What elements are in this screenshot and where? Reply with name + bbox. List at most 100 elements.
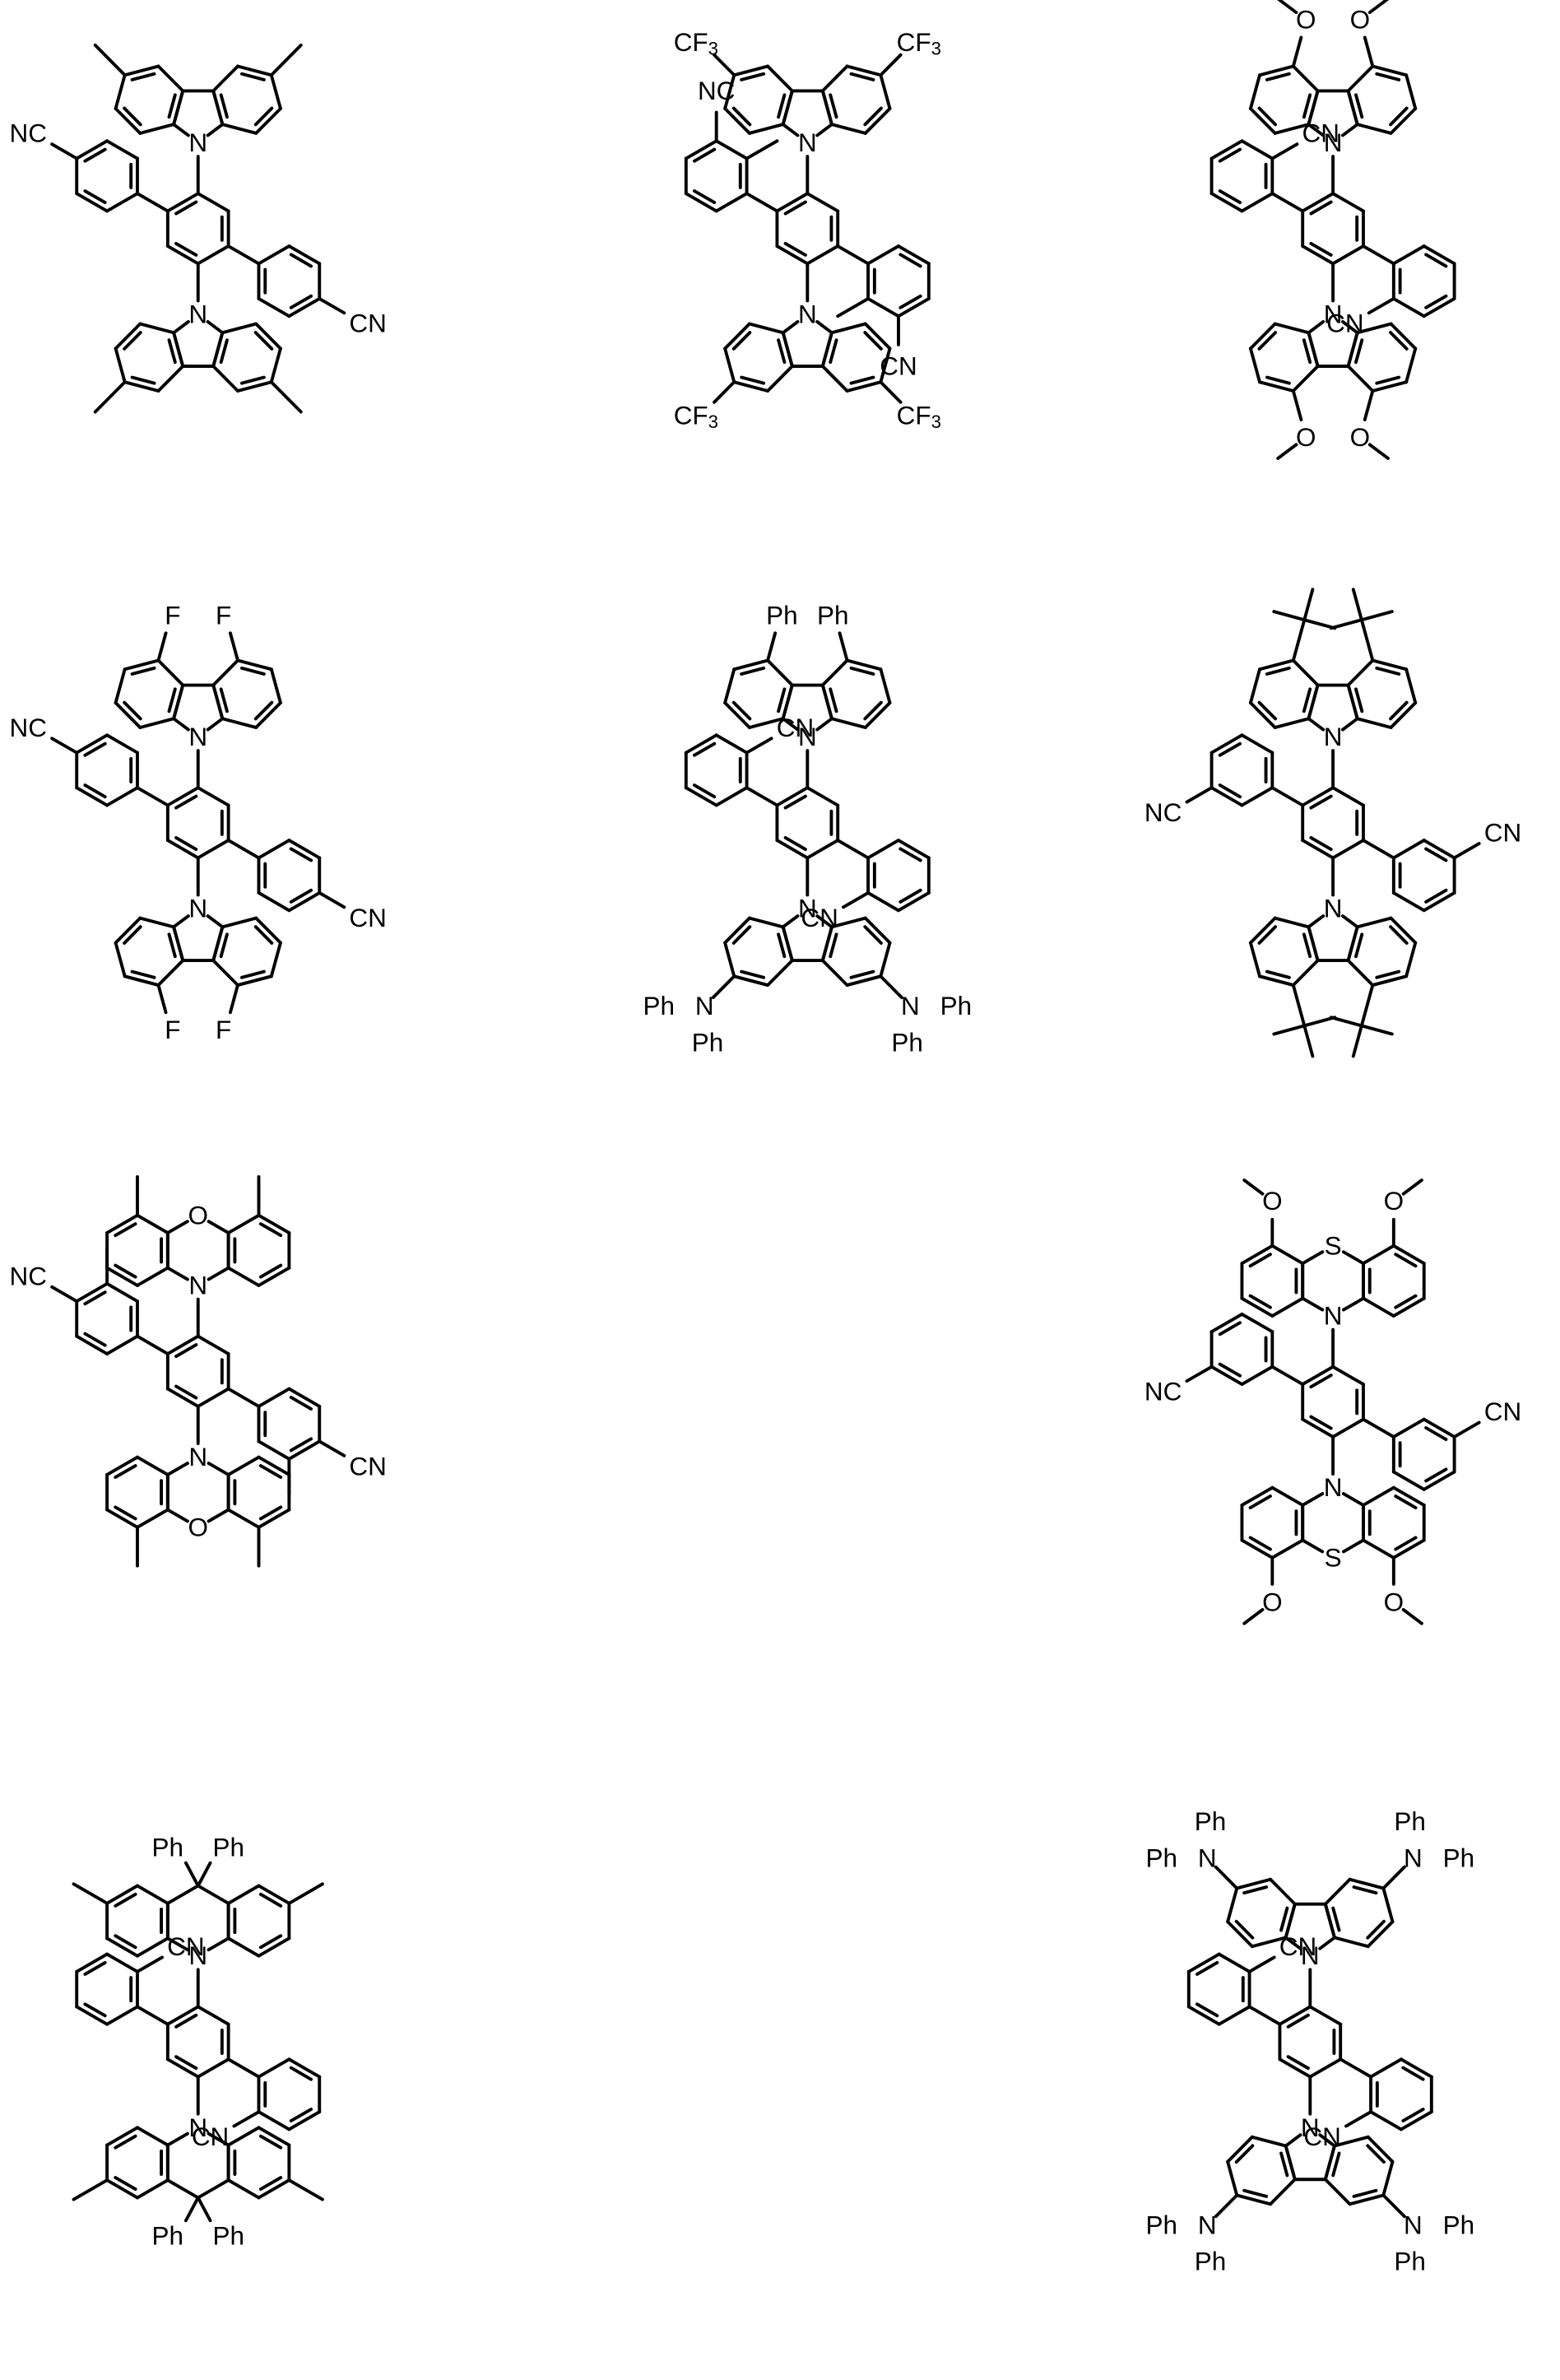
donor-top bbox=[1251, 589, 1415, 729]
bond bbox=[865, 927, 881, 943]
nitrogen-bottom: N bbox=[798, 300, 817, 329]
bond bbox=[1369, 299, 1394, 313]
oxygen-label: O bbox=[1350, 423, 1370, 452]
bond bbox=[832, 124, 866, 133]
bond bbox=[242, 668, 264, 674]
bond bbox=[778, 95, 784, 117]
bond bbox=[74, 1884, 108, 1903]
bond bbox=[1365, 37, 1373, 66]
bond bbox=[1383, 2195, 1404, 2216]
bond bbox=[840, 633, 847, 660]
bond bbox=[229, 2127, 259, 2145]
bond bbox=[768, 366, 792, 391]
bond bbox=[741, 378, 764, 383]
bond bbox=[198, 193, 229, 211]
bond bbox=[832, 324, 866, 333]
cyano-label-left: NC bbox=[1144, 1378, 1182, 1406]
bond bbox=[132, 668, 155, 674]
bond bbox=[880, 75, 889, 109]
bond bbox=[1244, 1180, 1262, 1194]
nitrogen-bottom: N bbox=[1324, 895, 1343, 923]
bond bbox=[221, 340, 227, 362]
bond bbox=[116, 349, 125, 383]
bond bbox=[1272, 1541, 1302, 1558]
cyano-label-right: CN bbox=[192, 2122, 229, 2151]
bond bbox=[1358, 124, 1391, 133]
bond bbox=[1358, 918, 1391, 927]
bond bbox=[750, 324, 783, 333]
cyano-label-right: CN bbox=[349, 904, 386, 932]
bond bbox=[174, 916, 188, 927]
bond bbox=[830, 95, 836, 117]
bond bbox=[1308, 322, 1323, 332]
bond bbox=[174, 718, 188, 729]
bond bbox=[319, 1441, 344, 1455]
molecule-m3: NNCNCNOOOO bbox=[1212, 0, 1455, 458]
oxygen-bridge-label: O bbox=[188, 1201, 207, 1230]
bond bbox=[229, 1885, 259, 1903]
bond bbox=[124, 927, 141, 943]
bond bbox=[1367, 1922, 1384, 1938]
bond bbox=[741, 74, 764, 80]
bond bbox=[52, 1287, 77, 1301]
trifluoromethyl-label: CF3 bbox=[674, 401, 718, 431]
bond bbox=[1281, 1908, 1287, 1931]
bond bbox=[221, 95, 227, 117]
bond bbox=[1187, 788, 1212, 802]
molecule-m7: NNNCCNOO bbox=[10, 1177, 387, 1566]
bond bbox=[1278, 0, 1296, 12]
bond bbox=[107, 193, 137, 211]
bond bbox=[1363, 1488, 1394, 1505]
bond bbox=[1333, 788, 1363, 805]
donor-top: OO bbox=[1251, 0, 1415, 136]
bond bbox=[1349, 661, 1373, 686]
bond bbox=[229, 2180, 259, 2197]
bond bbox=[137, 1268, 168, 1285]
bond bbox=[107, 1336, 137, 1354]
bond bbox=[140, 124, 174, 133]
bond bbox=[1370, 444, 1388, 458]
amine-nitrogen-label: N bbox=[1198, 1844, 1217, 1873]
bond bbox=[1302, 1494, 1322, 1505]
bond bbox=[272, 669, 281, 703]
bond bbox=[1304, 340, 1310, 362]
bond bbox=[234, 2112, 258, 2126]
amine-nitrogen-label: N bbox=[1404, 1844, 1423, 1873]
molecule-m5: NNCNCNPhPhNPhPhNPhPh bbox=[643, 601, 972, 1057]
bond bbox=[159, 960, 183, 985]
bond bbox=[1391, 927, 1407, 943]
nitrogen-bottom: N bbox=[188, 895, 207, 923]
cyano-label-left: NC bbox=[10, 1262, 47, 1290]
bond bbox=[1362, 1025, 1392, 1034]
bond bbox=[222, 324, 256, 333]
molecule-m1: NNNCCN bbox=[10, 45, 387, 412]
bond bbox=[1326, 2179, 1350, 2204]
bond bbox=[1274, 611, 1304, 620]
bond bbox=[208, 322, 223, 332]
bond bbox=[1394, 893, 1424, 910]
bond bbox=[132, 378, 155, 383]
bond bbox=[734, 332, 750, 349]
bond bbox=[74, 2180, 108, 2199]
bond bbox=[1363, 840, 1394, 858]
bond bbox=[734, 927, 750, 943]
nitrogen-bottom: N bbox=[188, 1443, 207, 1471]
bond bbox=[137, 788, 168, 805]
bond bbox=[174, 124, 188, 135]
bond bbox=[1394, 299, 1424, 316]
bond bbox=[1406, 669, 1415, 703]
bond bbox=[1272, 193, 1302, 211]
bond bbox=[258, 893, 289, 910]
bond bbox=[242, 972, 264, 978]
bond bbox=[1455, 1423, 1479, 1437]
bond bbox=[747, 738, 772, 752]
bond bbox=[1270, 1880, 1295, 1904]
bond bbox=[258, 1441, 289, 1458]
phenyl-label: Ph bbox=[151, 2221, 183, 2250]
bond bbox=[1394, 840, 1424, 858]
phenyl-label: Ph bbox=[1195, 2248, 1227, 2276]
bond bbox=[1293, 985, 1304, 1025]
bond bbox=[1228, 1888, 1237, 1922]
donor-bottom bbox=[95, 322, 301, 412]
bond bbox=[1333, 193, 1363, 211]
